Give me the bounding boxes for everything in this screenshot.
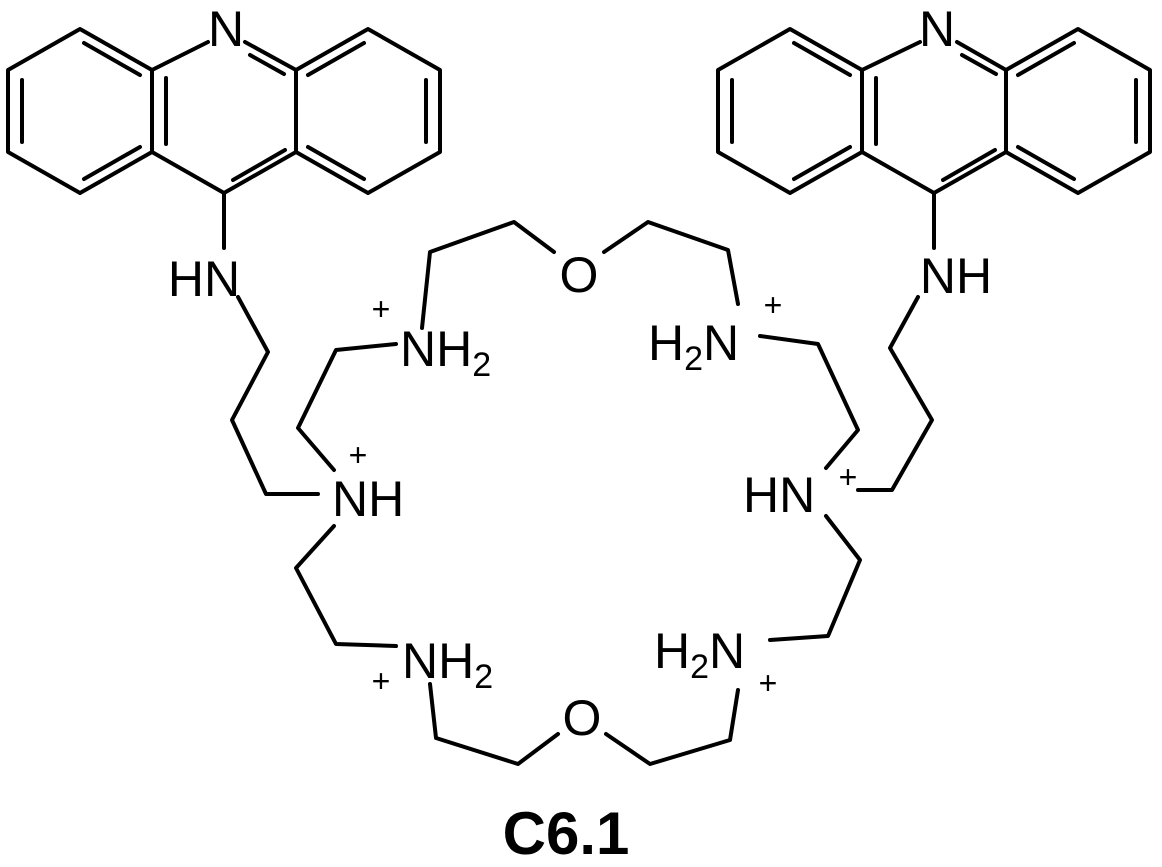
left-propyl-linker: HN [168,191,320,496]
right-acridine-left-ring [716,27,864,195]
ammonium-top-left: + NH2 [372,291,491,384]
top-ether-oxygen: O [560,247,599,303]
ammonium-left-tertiary: + NH [332,437,404,527]
left-acridine-central-ring [150,40,298,195]
right-acridine-right-ring [1004,27,1152,195]
svg-text:NH: NH [332,471,404,527]
macrocycle-bonds [294,220,862,766]
right-acridine-central-ring [860,40,1008,195]
left-acridine-group: N [6,1,442,195]
left-amine-nh: HN [168,251,240,307]
svg-text:H2N: H2N [654,623,745,686]
left-acridine-double-bonds [20,41,428,182]
right-acridine-group: N [716,1,1152,195]
left-acridine-nitrogen: N [208,1,244,57]
svg-text:+: + [349,437,368,473]
svg-text:+: + [372,663,391,699]
left-acridine-left-ring [6,27,154,195]
right-acridine-nitrogen: N [919,1,955,57]
compound-label: C6.1 [502,800,630,867]
right-amine-nh: NH [920,248,992,304]
ammonium-bottom-left: NH2 + [372,633,493,699]
ammonium-bottom-right: H2N + [654,623,777,701]
svg-text:+: + [372,291,391,327]
ammonium-right-tertiary: HN + [743,459,857,523]
ammonium-top-right: H2N + [648,287,782,378]
svg-text:+: + [759,665,778,701]
left-acridine-right-ring [294,27,442,195]
bottom-ether-oxygen: O [563,690,602,746]
right-acridine-double-bonds [730,41,1138,182]
svg-text:+: + [764,287,783,323]
svg-text:H2N: H2N [648,315,739,378]
svg-text:HN: HN [743,467,815,523]
svg-text:NH2: NH2 [402,633,493,696]
right-propyl-linker: NH [856,191,992,492]
svg-text:+: + [839,459,858,495]
svg-text:NH2: NH2 [400,321,491,384]
